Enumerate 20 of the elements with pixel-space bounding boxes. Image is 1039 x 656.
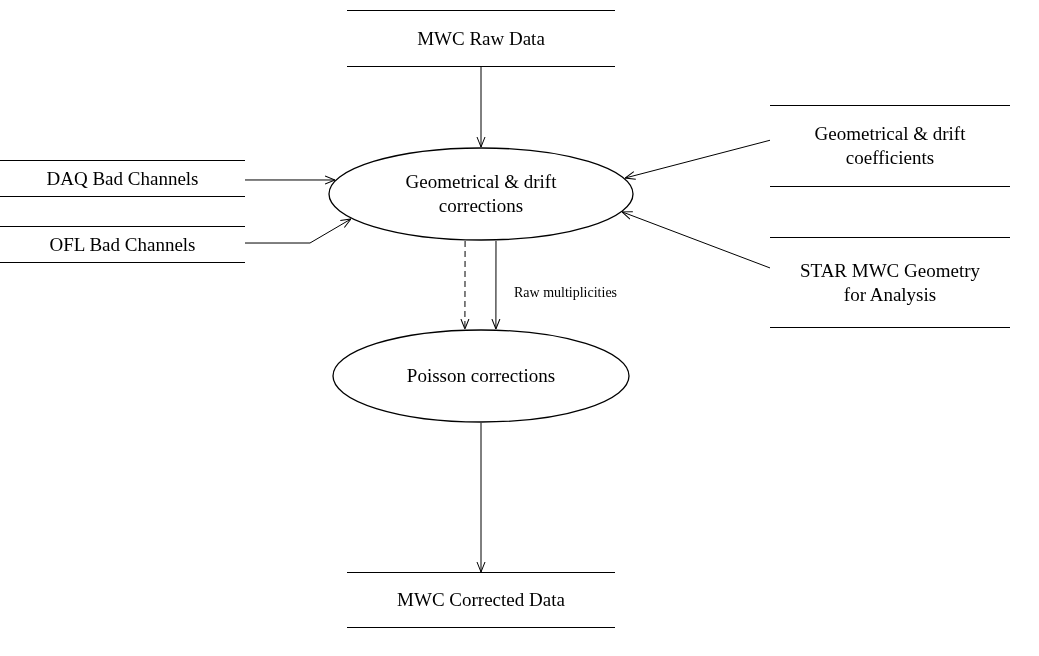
node-label: STAR MWC Geometry for Analysis <box>799 258 981 307</box>
arrow <box>460 240 470 330</box>
node-label: Geometrical & drift corrections <box>404 170 558 218</box>
data-store <box>0 226 245 263</box>
process-ellipse <box>332 329 630 423</box>
edge-label: Raw multiplicities <box>512 286 620 300</box>
node-label: Geometrical & drift coefficients <box>813 122 967 170</box>
process-ellipse <box>328 147 634 241</box>
arrow <box>244 175 336 185</box>
data-store <box>0 160 245 197</box>
arrow <box>621 211 771 269</box>
node-label: MWC Raw Data <box>417 26 545 51</box>
node-label: MWC Corrected Data <box>397 588 565 612</box>
node-label: Poisson corrections <box>406 364 556 388</box>
arrow <box>476 422 486 573</box>
arrow <box>476 66 486 148</box>
arrow <box>624 139 771 180</box>
node-label: DAQ Bad Channels <box>46 166 199 191</box>
node-label: OFL Bad Channels <box>49 232 196 257</box>
arrow <box>491 240 501 330</box>
